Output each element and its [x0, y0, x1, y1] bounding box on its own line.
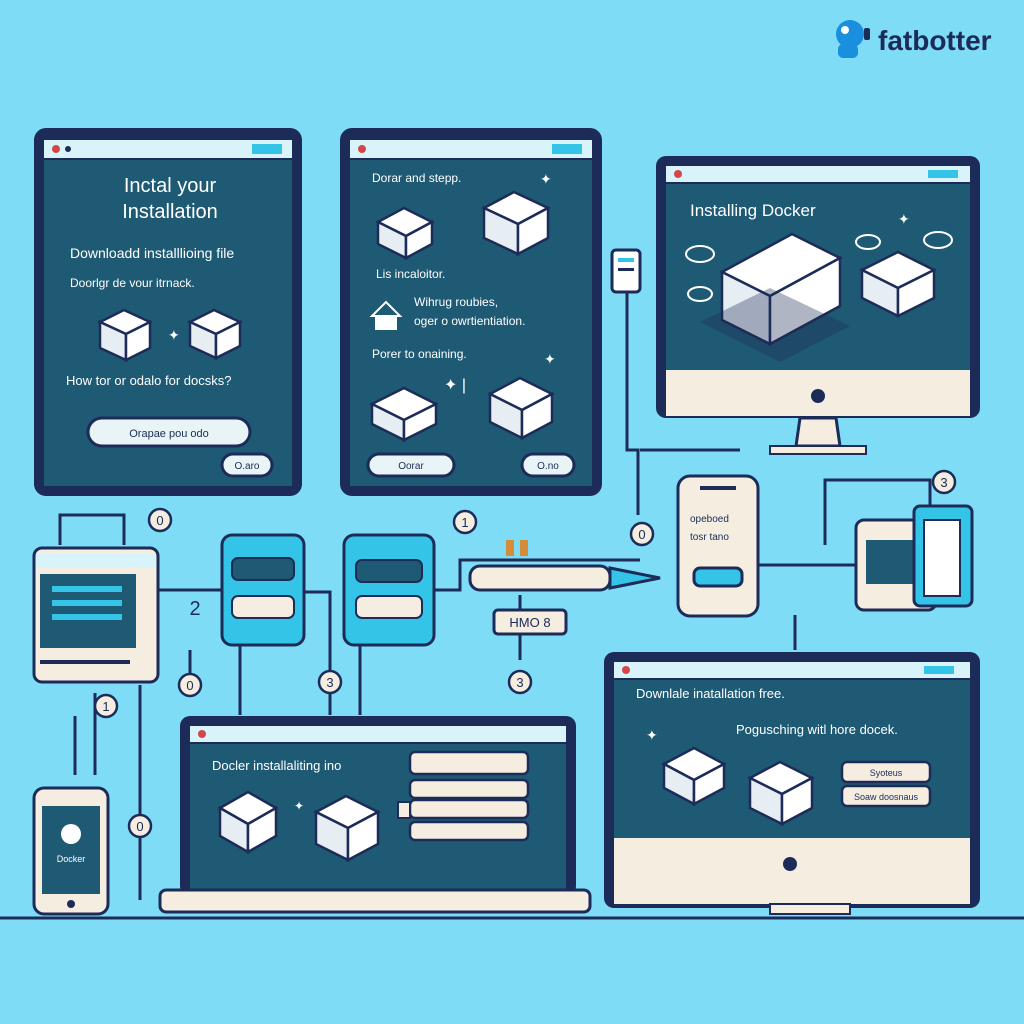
left-small-button-label: O.aro — [234, 461, 259, 472]
middle-line-4: oger o owrtientiation. — [414, 314, 525, 328]
phone-right-button[interactable] — [692, 566, 744, 588]
apple-icon — [811, 389, 825, 403]
connector-lines — [0, 293, 1024, 920]
middle-line-5: Porer to onaining. — [372, 347, 467, 361]
package-icon — [369, 386, 439, 443]
package-icon — [313, 794, 381, 863]
phone-card-middle — [342, 533, 436, 647]
svg-text:3: 3 — [326, 675, 333, 690]
left-title-1: Inctal your — [124, 175, 217, 197]
middle-right-button-label: O.no — [537, 461, 559, 472]
package-icon — [661, 746, 727, 807]
monitor-bottom-line-1: Pogusching witl hore docek. — [736, 722, 898, 737]
laptop-title: Docler installaliting ino — [212, 758, 341, 773]
package-icon — [217, 790, 279, 855]
left-line-1: Downloadd installlioing file — [70, 245, 234, 261]
monitor-bottom-title: Downlale inatallation free. — [636, 686, 785, 701]
svg-text:0: 0 — [638, 527, 645, 542]
monitor-bottom-label-1: Syoteus — [840, 760, 932, 784]
left-question: How tor or odalo for docsks? — [66, 373, 231, 388]
monitor-right-title: Installing Docker — [690, 201, 816, 220]
small-phone-label: Docker — [57, 854, 86, 864]
step-numbers: 0 2 0 3 1 3 0 3 1 0 — [93, 469, 957, 839]
step-marker: 3 — [931, 469, 957, 495]
step-marker: 0 — [629, 521, 655, 547]
middle-line-3: Wihrug roubies, — [414, 295, 498, 309]
svg-text:1: 1 — [102, 699, 109, 714]
phone-card-left — [220, 533, 306, 647]
step-marker: 2 — [189, 598, 200, 620]
package-icon — [375, 206, 435, 261]
small-monitor-left — [32, 546, 160, 684]
middle-line-1: Dorar and stepp. — [372, 171, 461, 185]
middle-tablet: Dorar and stepp. ✦ Lis incaloitor. Wihru… — [340, 128, 602, 496]
monitor-bottom-label-2: Soaw doosnaus — [840, 784, 932, 808]
step-marker: 0 — [147, 507, 173, 533]
sparkle-icon: ✦ — [294, 799, 304, 813]
step-marker: 0 — [127, 813, 153, 839]
package-icon — [487, 376, 555, 441]
card-device — [854, 504, 974, 612]
left-tablet: Inctal your Installation Downloadd insta… — [34, 128, 302, 496]
apple-icon — [783, 857, 797, 871]
left-line-2: Doorlgr de vour itrnack. — [70, 276, 195, 290]
monitor-bottom: Downlale inatallation free. Pogusching w… — [604, 652, 980, 915]
arrow-icon: ✦ — [168, 327, 180, 343]
server-stack-icon — [700, 232, 850, 362]
usb-stick — [468, 540, 661, 592]
phone-right-line-2: tosr tano — [690, 532, 729, 543]
svg-text:3: 3 — [940, 475, 947, 490]
svg-text:1: 1 — [461, 515, 468, 530]
left-main-button-label: Orapae pou odo — [129, 428, 209, 440]
phone-right: opeboed tosr tano — [676, 474, 760, 618]
home-icon — [369, 300, 403, 330]
middle-left-button-label: Oorar — [398, 461, 424, 472]
step-marker: 1 — [452, 509, 478, 535]
svg-text:0: 0 — [186, 678, 193, 693]
step-marker: 1 — [93, 693, 119, 719]
sparkle-icon: ✦ — [544, 351, 556, 367]
svg-text:0: 0 — [156, 513, 163, 528]
step-marker: 0 — [177, 672, 203, 698]
package-icon — [747, 760, 815, 827]
step-marker: 3 — [317, 669, 343, 695]
small-phone: Docker — [32, 786, 110, 916]
sparkle-icon: ✦ — [540, 171, 552, 187]
left-title-2: Installation — [122, 201, 218, 223]
laptop-list — [397, 750, 530, 842]
middle-line-2: Lis incaloitor. — [376, 267, 445, 281]
sparkle-icon: ✦ — [646, 727, 658, 743]
brand-logo: fatbotter — [836, 20, 992, 58]
svg-text:Syoteus: Syoteus — [870, 768, 903, 778]
sparkle-icon: ✦ | — [444, 377, 466, 394]
sparkle-icon: ✦ — [898, 211, 910, 227]
left-main-button[interactable]: Orapae pou odo — [86, 416, 252, 448]
package-icon — [97, 308, 153, 363]
brand-name: fatbotter — [878, 25, 992, 56]
svg-text:2: 2 — [189, 598, 200, 620]
package-icon — [187, 308, 243, 361]
step-marker: 3 — [507, 669, 533, 695]
phone-right-line-1: opeboed — [690, 514, 729, 525]
robot-icon — [836, 20, 870, 58]
package-icon — [481, 190, 551, 257]
svg-text:3: 3 — [516, 675, 523, 690]
usb-label: HMO 8 — [509, 615, 550, 630]
usb-label-tag: HMO 8 — [492, 608, 568, 636]
monitor-right: Installing Docker ✦ — [656, 156, 980, 455]
package-icon — [859, 250, 937, 319]
cloud-icon — [685, 231, 953, 302]
middle-right-button[interactable]: O.no — [520, 452, 576, 478]
middle-left-button[interactable]: Oorar — [366, 452, 456, 478]
laptop: Docler installaliting ino ✦ — [158, 716, 592, 914]
svg-text:0: 0 — [136, 819, 143, 834]
left-small-button[interactable]: O.aro — [220, 452, 274, 478]
small-card — [610, 248, 642, 294]
svg-text:Soaw doosnaus: Soaw doosnaus — [854, 792, 919, 802]
